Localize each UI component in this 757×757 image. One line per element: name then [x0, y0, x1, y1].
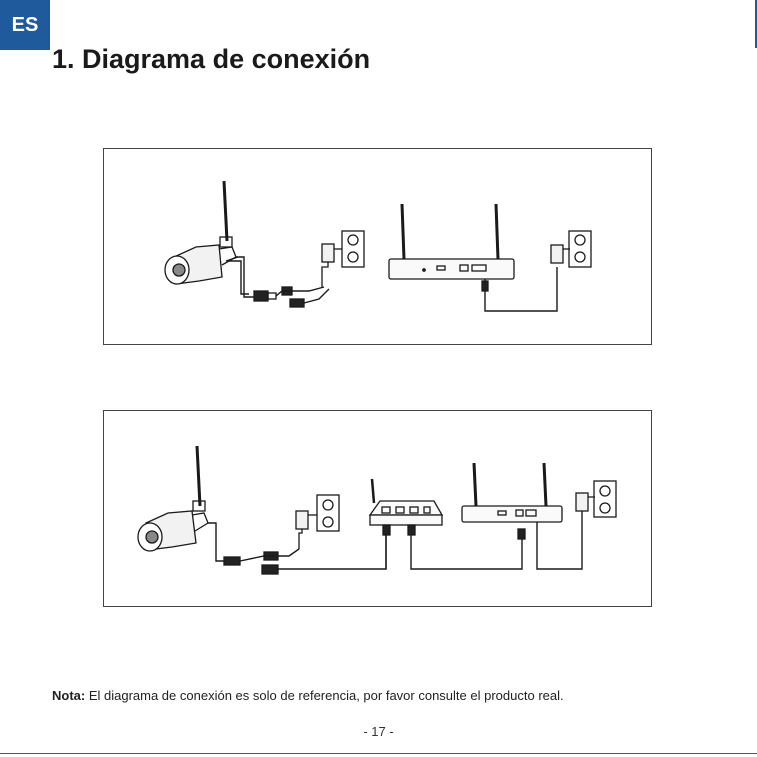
power-adapter-icon [296, 511, 317, 549]
cable-connector-icon [254, 287, 304, 307]
page-number: - 17 - [0, 724, 757, 739]
cable-connector-icon [224, 552, 278, 574]
power-adapter-icon [551, 245, 570, 263]
language-badge: ES [0, 0, 50, 50]
camera-icon [138, 446, 208, 551]
router-icon [370, 479, 442, 525]
power-adapter-icon [576, 493, 595, 511]
wall-outlet-icon [342, 231, 364, 267]
page-title: 1. Diagrama de conexión [52, 44, 370, 75]
wall-outlet-icon [594, 481, 616, 517]
connection-diagram-router [103, 410, 652, 607]
nvr-icon [462, 463, 562, 522]
wall-outlet-icon [569, 231, 591, 267]
nvr-icon [389, 204, 514, 279]
wall-outlet-icon [317, 495, 339, 531]
connection-diagram-direct [103, 148, 652, 345]
note-label: Nota: [52, 688, 85, 703]
camera-icon [165, 181, 238, 284]
note-text: El diagrama de conexión es solo de refer… [85, 688, 563, 703]
footer-divider [0, 753, 757, 754]
reference-note: Nota: El diagrama de conexión es solo de… [52, 688, 564, 703]
power-adapter-icon [322, 244, 342, 287]
